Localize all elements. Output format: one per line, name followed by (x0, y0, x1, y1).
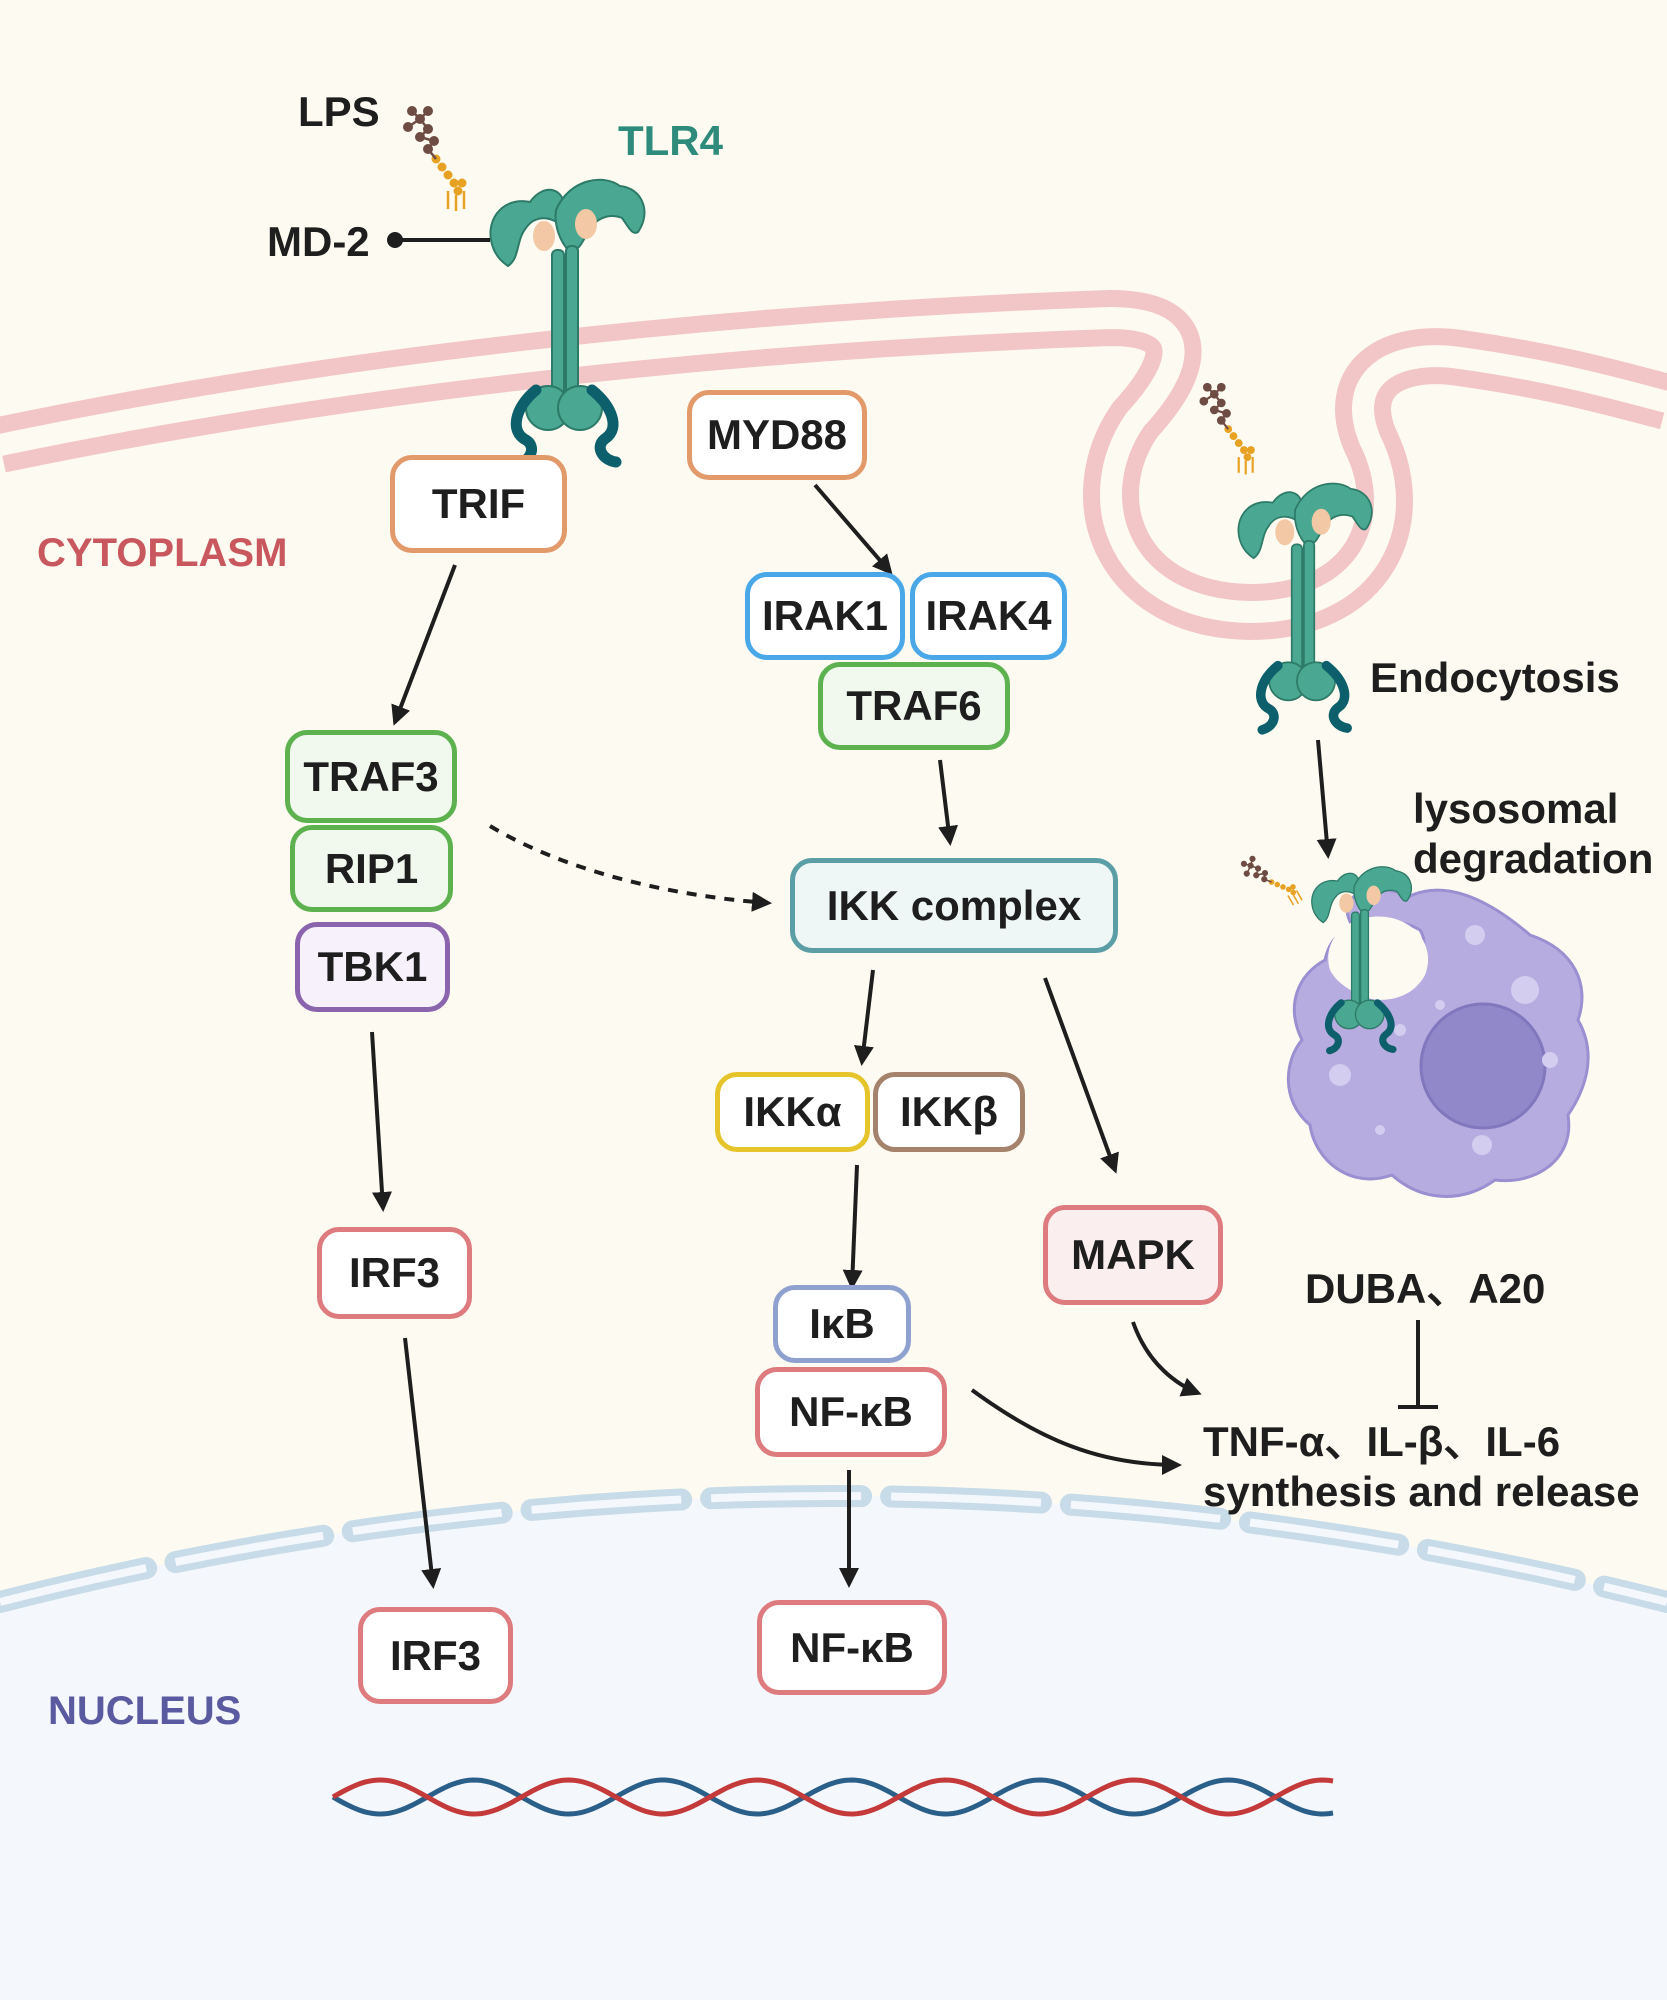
irak4-node: IRAK4 (910, 572, 1067, 660)
lps-label: LPS (298, 88, 380, 135)
cytoplasm-label: CYTOPLASM (37, 531, 288, 575)
ikk-alpha-node: IKKα (715, 1072, 870, 1152)
traf3-node: TRAF3 (285, 730, 457, 823)
nucleus-region (0, 1496, 1667, 2000)
lps-degraded-icon (1236, 843, 1305, 921)
nfkb-cytoplasm-node: NF-κB (755, 1367, 947, 1457)
lps-molecule-icon (401, 105, 468, 213)
ikk-beta-node: IKKβ (873, 1072, 1025, 1152)
pathway-arrows (370, 483, 1337, 1589)
tlr4-label: TLR4 (618, 117, 723, 164)
cytokines-label-line1: TNF-α、IL-β、IL-6 (1203, 1418, 1561, 1465)
inhibition-bar (1398, 1320, 1438, 1409)
ikk-complex-node: IKK complex (790, 858, 1118, 953)
lysosomal-label-line2: degradation (1413, 835, 1654, 882)
plasma-membrane (0, 290, 1667, 640)
nucleus-label: NUCLEUS (48, 1689, 242, 1733)
myd88-node: MYD88 (687, 390, 867, 480)
irak1-node: IRAK1 (745, 572, 905, 660)
ikb-node: IκB (773, 1285, 911, 1363)
inhibitors-label: DUBA、A20 (1305, 1265, 1546, 1312)
endocytosis-label: Endocytosis (1370, 654, 1620, 701)
trif-node: TRIF (390, 455, 567, 553)
irf3-cytoplasm-node: IRF3 (317, 1227, 472, 1319)
irf3-nucleus-node: IRF3 (358, 1607, 513, 1704)
mapk-node: MAPK (1043, 1205, 1223, 1305)
md2-label: MD-2 (267, 218, 370, 265)
traf6-node: TRAF6 (818, 662, 1010, 750)
nfkb-nucleus-node: NF-κB (757, 1600, 947, 1695)
lps-endosome-icon (1198, 382, 1256, 476)
tbk1-node: TBK1 (295, 922, 450, 1012)
dna-helix-icon (331, 1777, 1334, 1817)
cytokines-label-line2: synthesis and release (1203, 1468, 1640, 1515)
lysosome-cell-icon (1286, 888, 1590, 1198)
rip1-node: RIP1 (290, 825, 453, 912)
lysosomal-label-line1: lysosomal (1413, 785, 1619, 832)
tlr4-receptor-icon (490, 180, 644, 464)
